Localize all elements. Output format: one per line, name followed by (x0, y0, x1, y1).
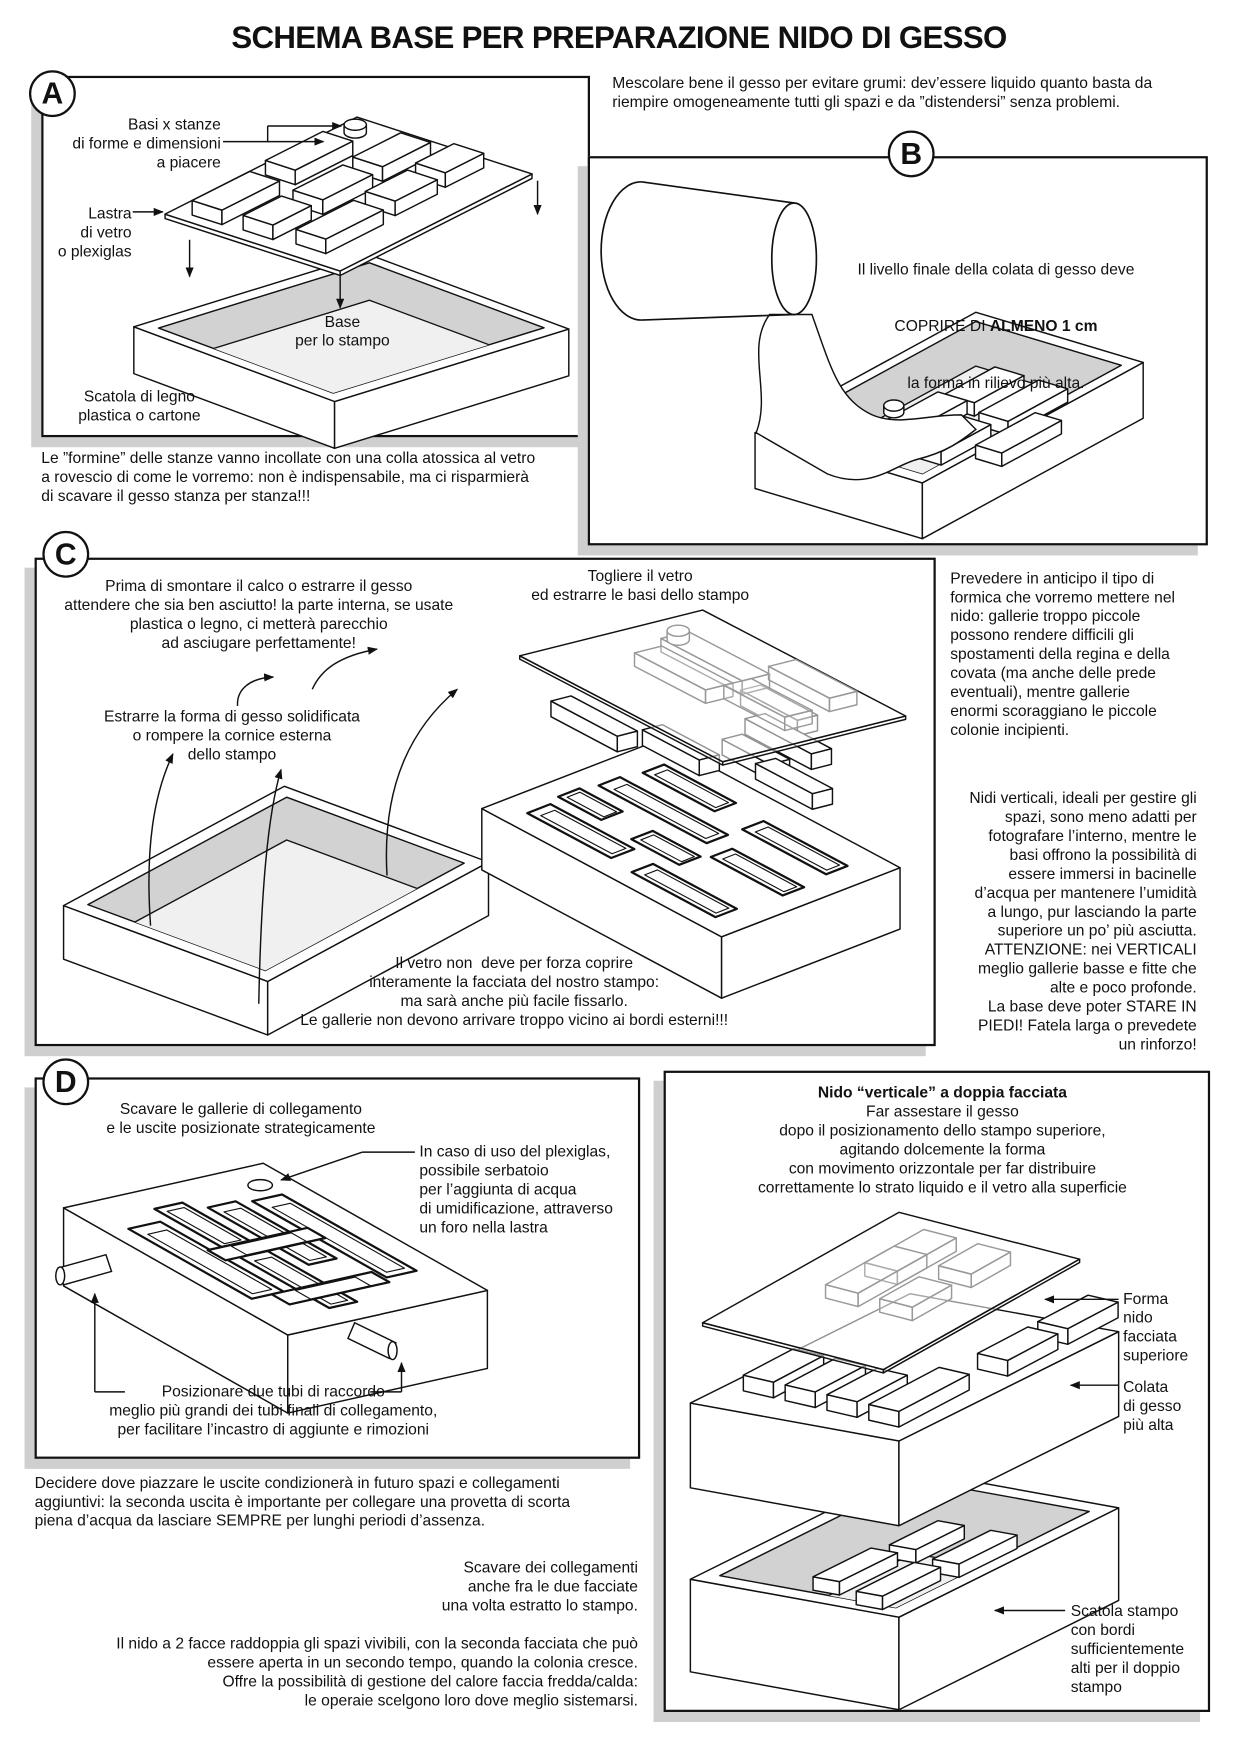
badge-d: D (42, 1058, 90, 1106)
note-remove-glass: Togliere il vetro ed estrarre le basi de… (531, 566, 750, 604)
note-wait: Prima di smontare il calco o estrarre il… (64, 576, 454, 652)
note-settle: Far assestare il gesso dopo il posiziona… (758, 1101, 1127, 1196)
level-line-2-text: COPRIRE DI (894, 316, 990, 335)
note-mix: Mescolare bene il gesso per evitare grum… (612, 73, 1153, 111)
level-line-1: Il livello finale della colata di gesso … (857, 259, 1135, 278)
heading-vertical: Nido “verticale” a doppia facciata (817, 1082, 1067, 1101)
label-mold-box: Scatola stampo con bordi sufficientement… (1070, 1601, 1185, 1696)
badge-c: C (42, 530, 90, 578)
badge-b: B (887, 130, 935, 178)
level-line-2: COPRIRE DI ALMENO 1 cm (825, 317, 1166, 336)
note-level: Il livello finale della colata di gesso … (825, 222, 1166, 431)
label-form-top: Forma nido facciata superiore (1123, 1289, 1189, 1365)
note-plexi: In caso di uso del plexiglas, possibile … (419, 1142, 613, 1236)
level-line-3: la forma in rilievo più alta. (907, 373, 1085, 392)
badge-a: A (28, 70, 76, 118)
note-double: Il nido a 2 facce raddoppia gli spazi vi… (116, 1633, 638, 1709)
note-exits: Decidere dove piazzare le uscite condizi… (34, 1473, 571, 1530)
label-box: Scatola di legno plastica o cartone (78, 387, 201, 424)
note-extract: Estrarre la forma di gesso solidificata … (103, 707, 360, 763)
note-tubes: Posizionare due tubi di raccordo meglio … (109, 1381, 438, 1438)
note-dig: Scavare le gallerie di collegamento e le… (106, 1099, 376, 1137)
level-line-2-bold: ALMENO 1 cm (989, 316, 1098, 335)
page-title: SCHEMA BASE PER PREPARAZIONE NIDO DI GES… (231, 20, 1007, 55)
label-cast: Colata di gesso più alta (1123, 1377, 1182, 1434)
side-note-formica: Prevedere in anticipo il tipo di formica… (950, 568, 1176, 739)
side-note-vertical: Nidi verticali, ideali per gestire gli s… (969, 788, 1197, 1053)
note-formine: Le ”formine” delle stanze vanno incollat… (41, 448, 536, 505)
note-connect: Scavare dei collegamenti anche fra le du… (441, 1558, 638, 1614)
label-glass: Lastra di vetro o plexiglas (57, 204, 132, 260)
label-bases: Basi x stanze di forme e dimensioni a pi… (72, 114, 221, 171)
note-glass: Il vetro non deve per forza coprire inte… (300, 953, 729, 1029)
label-base: Base per lo stampo (295, 312, 390, 350)
